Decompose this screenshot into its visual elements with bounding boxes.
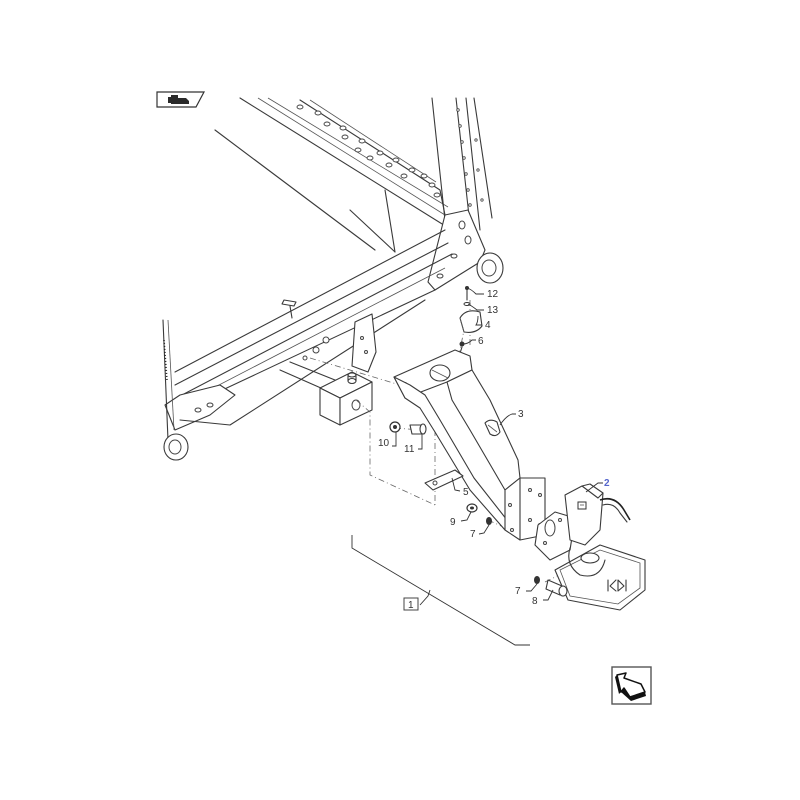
callout-2: 2 — [604, 478, 610, 489]
cap-part-4[interactable] — [459, 310, 483, 333]
mounting-block — [319, 371, 373, 426]
plate-part-5[interactable] — [424, 469, 464, 491]
main-frame — [162, 97, 504, 461]
washer-part-7-upper[interactable] — [486, 517, 492, 525]
callout-6: 6 — [478, 336, 484, 347]
callout-7-lower: 7 — [515, 586, 521, 597]
assembly-label-box — [403, 597, 419, 611]
bolt-part-8[interactable] — [545, 579, 568, 597]
callout-12: 12 — [487, 289, 499, 300]
nut-part-9[interactable] — [466, 503, 478, 513]
callout-13: 13 — [487, 305, 499, 316]
bolt-part-11[interactable] — [409, 423, 427, 435]
washer-part-7-lower[interactable] — [534, 576, 540, 584]
drawbar-bracket-part-3[interactable] — [393, 349, 546, 541]
callouts: 12 13 4 6 3 10 11 5 9 7 2 7 8 — [378, 287, 610, 607]
callout-7-upper: 7 — [470, 529, 476, 540]
callout-9: 9 — [450, 517, 456, 528]
callout-5: 5 — [463, 487, 469, 498]
vehicle-section-icon[interactable] — [156, 91, 205, 108]
return-arrow-icon[interactable] — [611, 666, 652, 705]
callout-10: 10 — [378, 438, 390, 449]
callout-1: 1 — [408, 600, 414, 611]
nut-part-10[interactable] — [389, 421, 401, 433]
callout-11: 11 — [404, 444, 415, 455]
callout-8: 8 — [532, 596, 538, 607]
brand-marking — [607, 579, 627, 592]
callout-4: 4 — [485, 320, 491, 331]
assembly-indicator: 1 — [351, 535, 530, 646]
tow-hitch-part-2[interactable] — [534, 483, 646, 611]
callout-3: 3 — [518, 409, 524, 420]
